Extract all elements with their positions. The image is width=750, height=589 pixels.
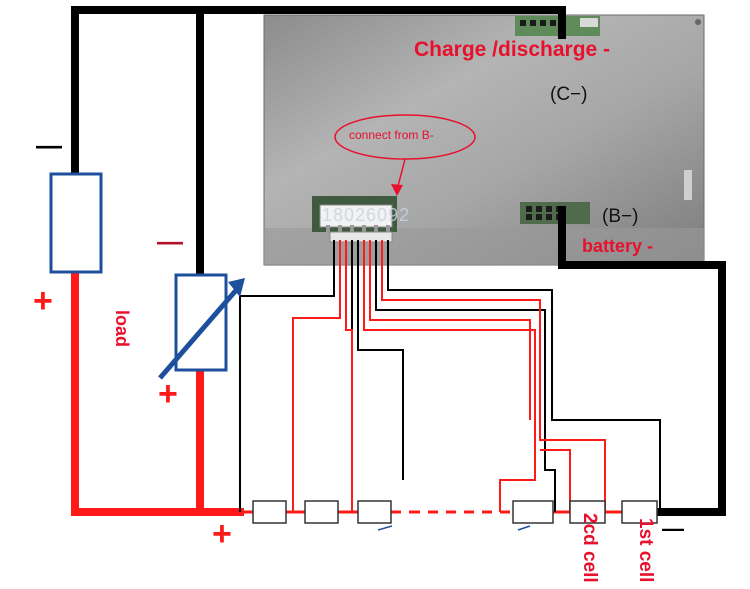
balance-sense-wires: [239, 240, 661, 512]
cell-box: [621, 500, 658, 524]
battery-minus-label: battery -: [582, 236, 654, 256]
red-main-wires: [71, 268, 244, 516]
callout-text: connect from B-: [349, 128, 434, 142]
b-minus-terminal-pads: [520, 202, 590, 224]
balance-connector: [312, 196, 397, 243]
bms-board: [263, 14, 705, 266]
black-main-wires: [71, 6, 726, 516]
charger-box: [49, 172, 103, 274]
battery-cells: [252, 500, 658, 531]
faded-board-print: 18026092: [322, 205, 411, 225]
callout-connect-from-b: [334, 114, 476, 196]
cell-box: [357, 500, 392, 524]
second-cell-label: 2cd cell: [579, 513, 600, 583]
load-resistor: [158, 273, 245, 380]
pack-minus-sign: —: [662, 516, 684, 541]
pack-plus-sign: +: [212, 515, 232, 553]
charger-plus-sign: +: [33, 282, 53, 320]
cell-box: [512, 500, 554, 524]
load-plus-sign: +: [158, 375, 178, 413]
first-cell-label: 1st cell: [635, 518, 656, 583]
c-minus-label: (C−): [550, 84, 588, 105]
charger-minus-sign: —: [36, 130, 62, 160]
load-minus-sign: —: [157, 226, 183, 256]
cell-box: [304, 500, 339, 524]
cell-box: [569, 500, 606, 524]
charge-discharge-label: Charge /discharge -: [414, 38, 611, 61]
c-minus-terminal-pads: [515, 16, 600, 36]
b-minus-label: (B−): [602, 206, 639, 227]
load-label: load: [112, 310, 132, 348]
cell-box: [252, 500, 287, 524]
